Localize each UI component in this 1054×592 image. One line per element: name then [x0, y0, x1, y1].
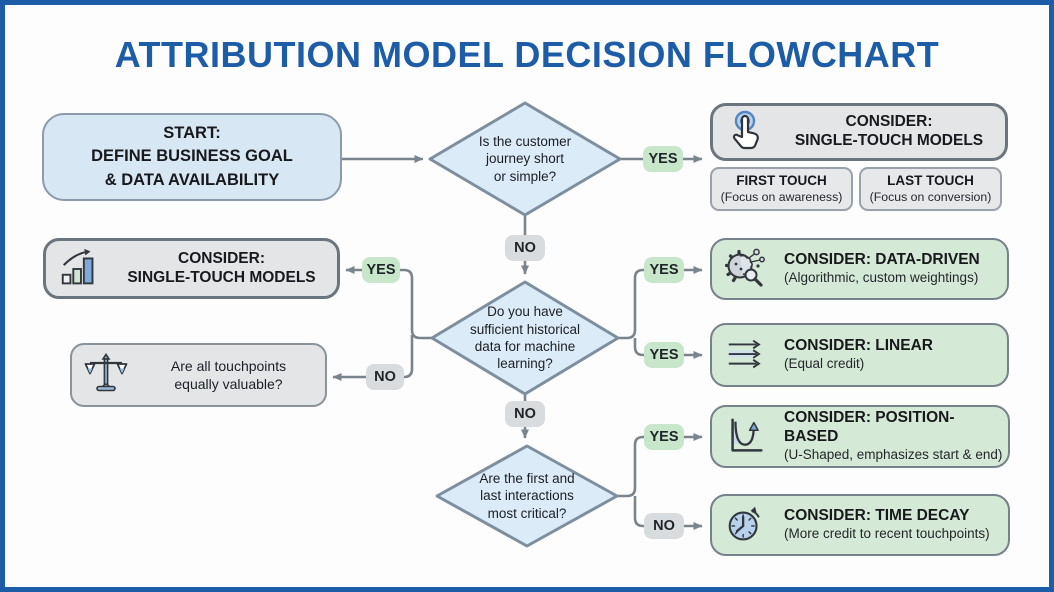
yes-label-linear: YES [644, 342, 684, 368]
balance-scale-icon [80, 351, 132, 399]
no-label-time-decay: NO [644, 513, 684, 539]
position-based-subtitle: (U-Shaped, emphasizes start & end) [784, 447, 1003, 463]
time-decay-title: CONSIDER: TIME DECAY [784, 506, 970, 524]
touchpoints-question-node: Are all touchpoints equally valuable? [70, 343, 327, 407]
no-label-journey: NO [505, 235, 545, 261]
linear-node: CONSIDER: LINEAR (Equal credit) [710, 323, 1009, 387]
linear-title: CONSIDER: LINEAR [784, 336, 933, 354]
no-label-data: NO [505, 401, 545, 427]
data-driven-subtitle: (Algorithmic, custom weightings) [784, 270, 979, 286]
touchpoints-question-label: Are all touchpoints equally valuable? [170, 357, 287, 392]
last-touch-subtitle: (Focus on conversion) [869, 190, 992, 205]
decision-journey-label: Is the customer journey short or simple? [478, 134, 572, 184]
last-touch-node: LAST TOUCH (Focus on conversion) [859, 167, 1002, 211]
parallel-arrows-icon [720, 332, 772, 378]
last-touch-title: LAST TOUCH [887, 173, 974, 189]
clock-icon [720, 502, 772, 548]
brain-gear-icon [720, 245, 772, 293]
single-touch-left-label: CONSIDER: SINGLE-TOUCH MODELS [127, 249, 316, 286]
decision-data-label: Do you have sufficient historical data f… [469, 304, 581, 372]
decision-journey-diamond [428, 101, 622, 217]
decision-interactions-label: Are the first and last interactions most… [479, 471, 575, 521]
start-node-label: START: DEFINE BUSINESS GOAL & DATA AVAIL… [91, 123, 293, 189]
time-decay-subtitle: (More credit to recent touchpoints) [784, 526, 990, 542]
tap-icon [721, 108, 773, 156]
decision-data-diamond [430, 280, 620, 396]
position-based-title: CONSIDER: POSITION-BASED [784, 408, 955, 445]
first-touch-subtitle: (Focus on awareness) [720, 190, 843, 205]
data-driven-node: CONSIDER: DATA-DRIVEN (Algorithmic, cust… [710, 238, 1009, 300]
first-touch-title: FIRST TOUCH [736, 173, 827, 189]
yes-label-position-based: YES [644, 424, 684, 450]
time-decay-node: CONSIDER: TIME DECAY (More credit to rec… [710, 494, 1010, 556]
single-touch-right-node: CONSIDER: SINGLE-TOUCH MODELS [710, 103, 1008, 161]
single-touch-right-label: CONSIDER: SINGLE-TOUCH MODELS [794, 113, 984, 149]
position-based-node: CONSIDER: POSITION-BASED (U-Shaped, emph… [710, 405, 1010, 468]
growth-chart-icon [54, 246, 106, 292]
linear-subtitle: (Equal credit) [784, 356, 865, 372]
start-node: START: DEFINE BUSINESS GOAL & DATA AVAIL… [42, 113, 342, 201]
page-title: ATTRIBUTION MODEL DECISION FLOWCHART [114, 34, 940, 75]
yes-label-journey: YES [643, 146, 683, 172]
yes-label-data-driven: YES [644, 257, 684, 283]
first-touch-node: FIRST TOUCH (Focus on awareness) [710, 167, 853, 211]
data-driven-title: CONSIDER: DATA-DRIVEN [784, 250, 980, 268]
u-curve-icon [720, 414, 772, 460]
decision-interactions-diamond [435, 444, 619, 548]
yes-label-data-left: YES [362, 257, 400, 283]
single-touch-left-node: CONSIDER: SINGLE-TOUCH MODELS [43, 238, 340, 299]
no-label-data-left: NO [366, 364, 404, 390]
